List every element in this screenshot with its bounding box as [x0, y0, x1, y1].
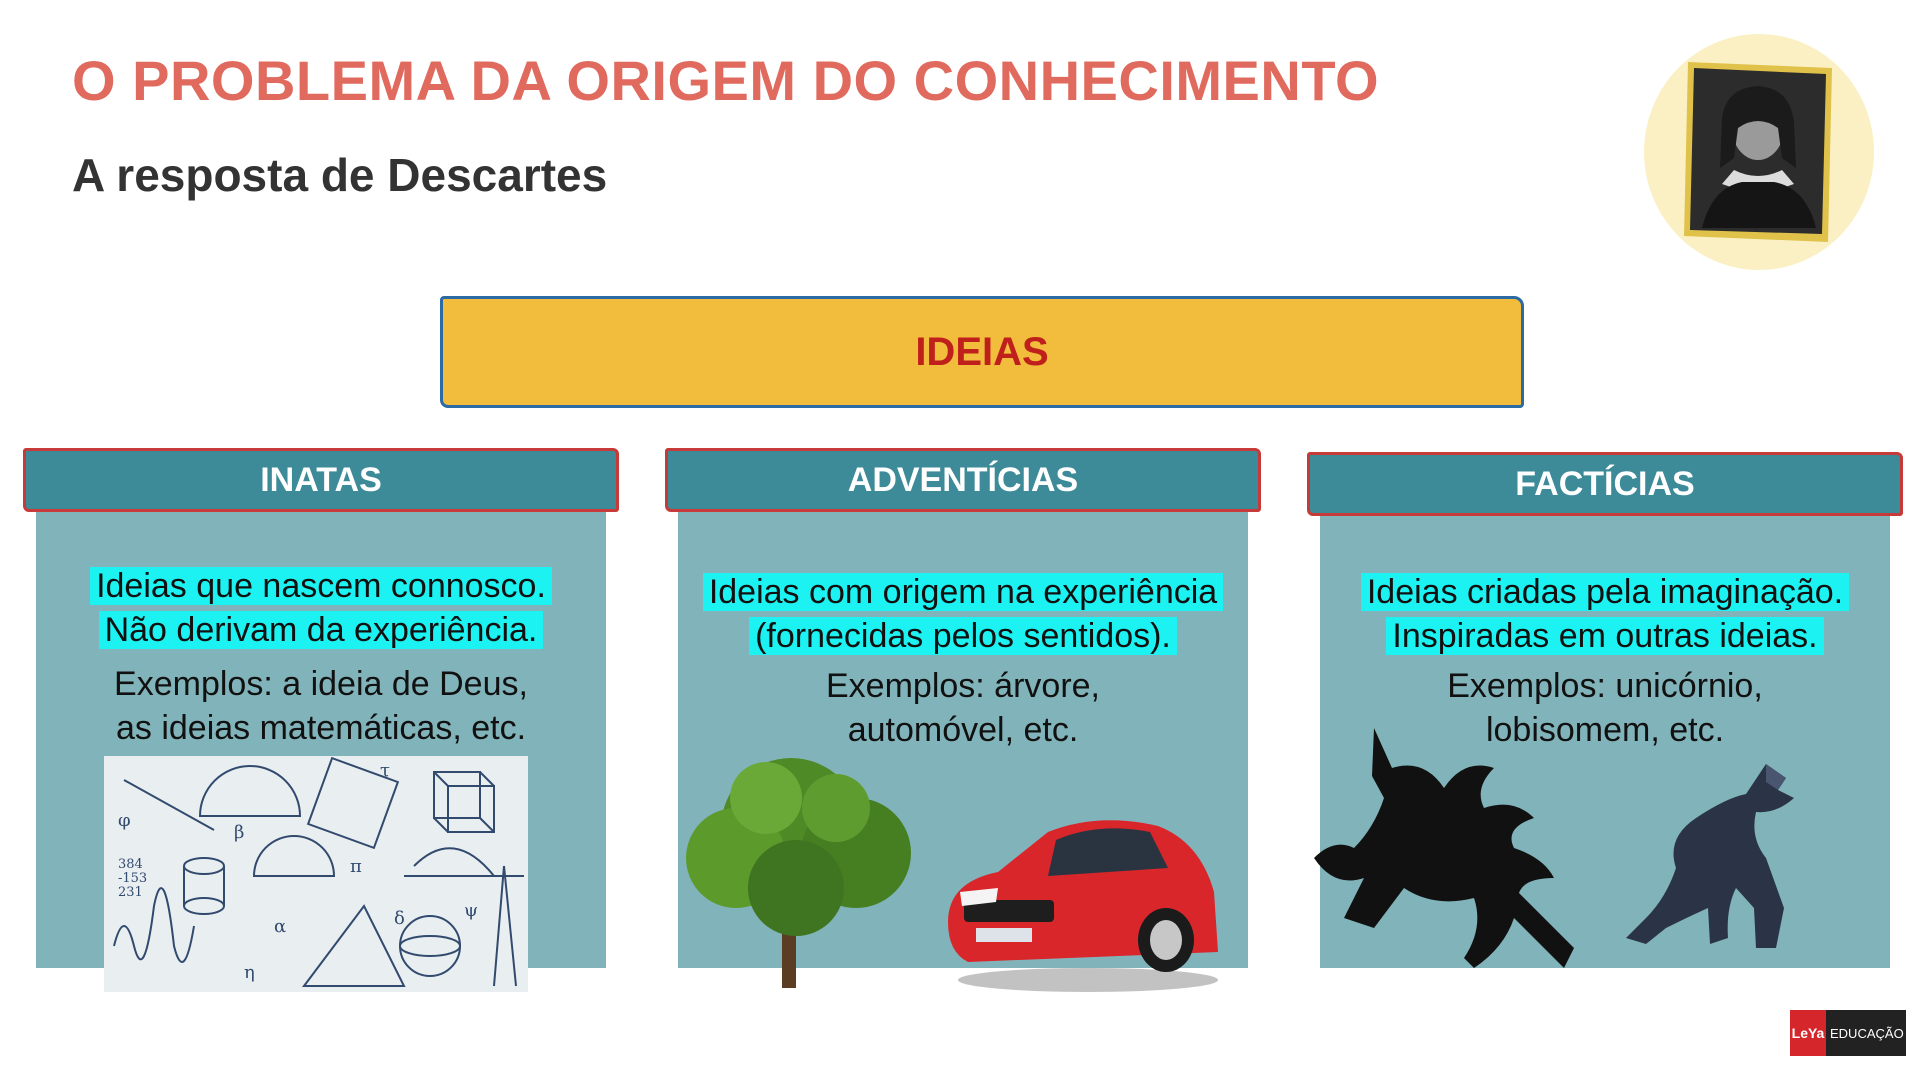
facticias-example-line: Exemplos: unicórnio, — [1447, 667, 1763, 705]
heading-facticias-label: FACTÍCIAS — [1515, 464, 1695, 503]
ideias-box: IDEIAS — [440, 296, 1524, 408]
leya-logo-text: EDUCAÇÃO — [1830, 1025, 1904, 1041]
ideias-label: IDEIAS — [915, 329, 1049, 374]
inatas-text: Ideias que nascem connosco. Não derivam … — [36, 564, 606, 750]
werewolf-image — [1626, 764, 1794, 948]
svg-text:φ: φ — [118, 810, 131, 831]
unicorn-image — [1314, 728, 1574, 968]
adventicias-text: Ideias com origem na experiência (fornec… — [678, 570, 1248, 752]
column-inatas: Ideias que nascem connosco. Não derivam … — [36, 512, 606, 992]
svg-text:-153: -153 — [118, 871, 147, 886]
heading-inatas: INATAS — [23, 448, 619, 512]
facticias-text: Ideias criadas pela imaginação. Inspirad… — [1320, 570, 1890, 752]
adventicias-example-line: Exemplos: árvore, — [826, 667, 1100, 705]
heading-adventicias: ADVENTÍCIAS — [665, 448, 1261, 512]
car-image — [948, 820, 1218, 992]
leya-logo-mark: LeYa — [1790, 1010, 1826, 1056]
heading-facticias: FACTÍCIAS — [1307, 452, 1903, 516]
tree-image — [686, 758, 911, 988]
svg-text:π: π — [350, 856, 362, 877]
facticias-highlight-line: Inspiradas em outras ideias. — [1320, 614, 1890, 658]
descartes-portrait — [1644, 34, 1874, 270]
leya-logo: LeYa EDUCAÇÃO — [1790, 1010, 1906, 1056]
column-adventicias: Ideias com origem na experiência (fornec… — [678, 512, 1248, 992]
facticias-highlight-line: Ideias criadas pela imaginação. — [1320, 570, 1890, 614]
adventicias-example-line: automóvel, etc. — [847, 711, 1079, 749]
svg-text:τ: τ — [380, 760, 390, 781]
inatas-highlight-line: Não derivam da experiência. — [36, 608, 606, 652]
adventicias-highlight-line: Ideias com origem na experiência — [678, 570, 1248, 614]
svg-text:η: η — [244, 962, 255, 983]
page-title: O PROBLEMA DA ORIGEM DO CONHECIMENTO — [72, 49, 1380, 112]
svg-text:231: 231 — [118, 885, 143, 900]
facticias-example-line: lobisomem, etc. — [1485, 711, 1725, 749]
svg-text:384: 384 — [118, 857, 143, 872]
column-facticias: Ideias criadas pela imaginação. Inspirad… — [1314, 512, 1890, 968]
heading-adventicias-label: ADVENTÍCIAS — [847, 460, 1079, 499]
svg-text:ψ: ψ — [464, 900, 478, 921]
inatas-highlight-line: Ideias que nascem connosco. — [36, 564, 606, 608]
svg-text:α: α — [274, 916, 286, 937]
page-subtitle: A resposta de Descartes — [72, 149, 608, 201]
adventicias-highlight-line: (fornecidas pelos sentidos). — [678, 614, 1248, 658]
svg-text:δ: δ — [394, 908, 405, 929]
inatas-example-line: as ideias matemáticas, etc. — [115, 709, 527, 747]
heading-inatas-label: INATAS — [260, 460, 382, 499]
svg-text:β: β — [234, 822, 244, 843]
inatas-example-line: Exemplos: a ideia de Deus, — [114, 665, 528, 703]
